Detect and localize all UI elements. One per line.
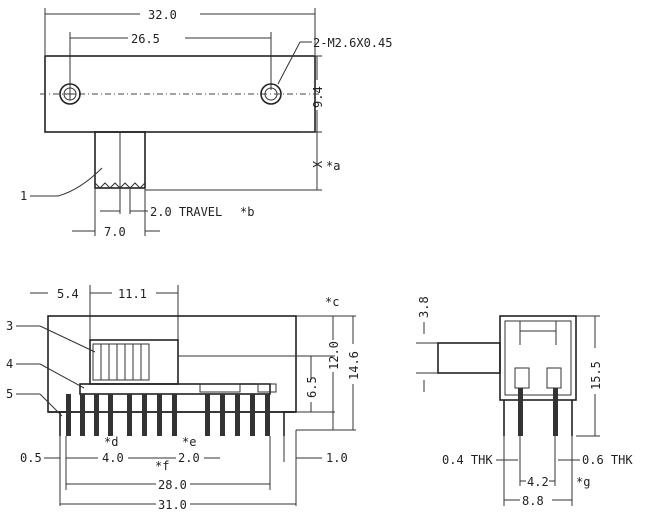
note-e: *e [182, 435, 196, 449]
base-plate [79, 383, 271, 395]
note-a: *a [326, 159, 340, 173]
dim-31: 31.0 [158, 498, 187, 512]
side-actuator [437, 342, 501, 374]
dim-actuator-x: X [311, 160, 325, 168]
part-label-3: 3 [6, 319, 13, 333]
dim-1-0: 1.0 [326, 451, 348, 465]
note-c: *c [325, 295, 339, 309]
dim-overall-width: 32.0 [148, 8, 177, 22]
front-view: 5.4 11.1 *c [6, 285, 361, 512]
note-g: *g [576, 475, 590, 489]
dim-4-0: 4.0 [102, 451, 124, 465]
mounting-hole-left [59, 83, 81, 105]
part-label-1: 1 [20, 189, 27, 203]
top-view: 32.0 26.5 2-M2.6X0.45 9.4 X [20, 8, 392, 239]
dim-14-6: 14.6 [347, 351, 361, 380]
note-b: *b [240, 205, 254, 219]
dim-4-2: 4.2 [527, 475, 549, 489]
dim-hole-spacing: 26.5 [131, 32, 160, 46]
actuator-knob [89, 339, 179, 385]
note-d: *d [104, 435, 118, 449]
part-label-4: 4 [6, 357, 13, 371]
dim-actuator-width: 7.0 [104, 225, 126, 239]
thk-left: 0.4 THK [442, 453, 493, 467]
side-view: 3.8 15.5 0.4 THK 0.6 THK [416, 296, 633, 508]
thk-right: 0.6 THK [582, 453, 633, 467]
dim-left-offset: 5.4 [57, 287, 79, 301]
dim-8-8: 8.8 [522, 494, 544, 508]
dim-0-5: 0.5 [20, 451, 42, 465]
dim-body-height: 9.4 [311, 86, 325, 108]
dim-12: 12.0 [327, 341, 341, 370]
mounting-hole-right [260, 83, 282, 105]
part-label-5: 5 [6, 387, 13, 401]
dim-28: 28.0 [158, 478, 187, 492]
dim-6-5: 6.5 [305, 376, 319, 398]
travel-dim: 2.0 TRAVEL [150, 205, 222, 219]
dim-actuator-length: 11.1 [118, 287, 147, 301]
dim-2-0: 2.0 [178, 451, 200, 465]
note-f: *f [155, 459, 169, 473]
housing-side [499, 315, 577, 401]
hole-callout: 2-M2.6X0.45 [313, 36, 392, 50]
dim-3-8: 3.8 [417, 296, 431, 318]
dim-15-5: 15.5 [589, 361, 603, 390]
